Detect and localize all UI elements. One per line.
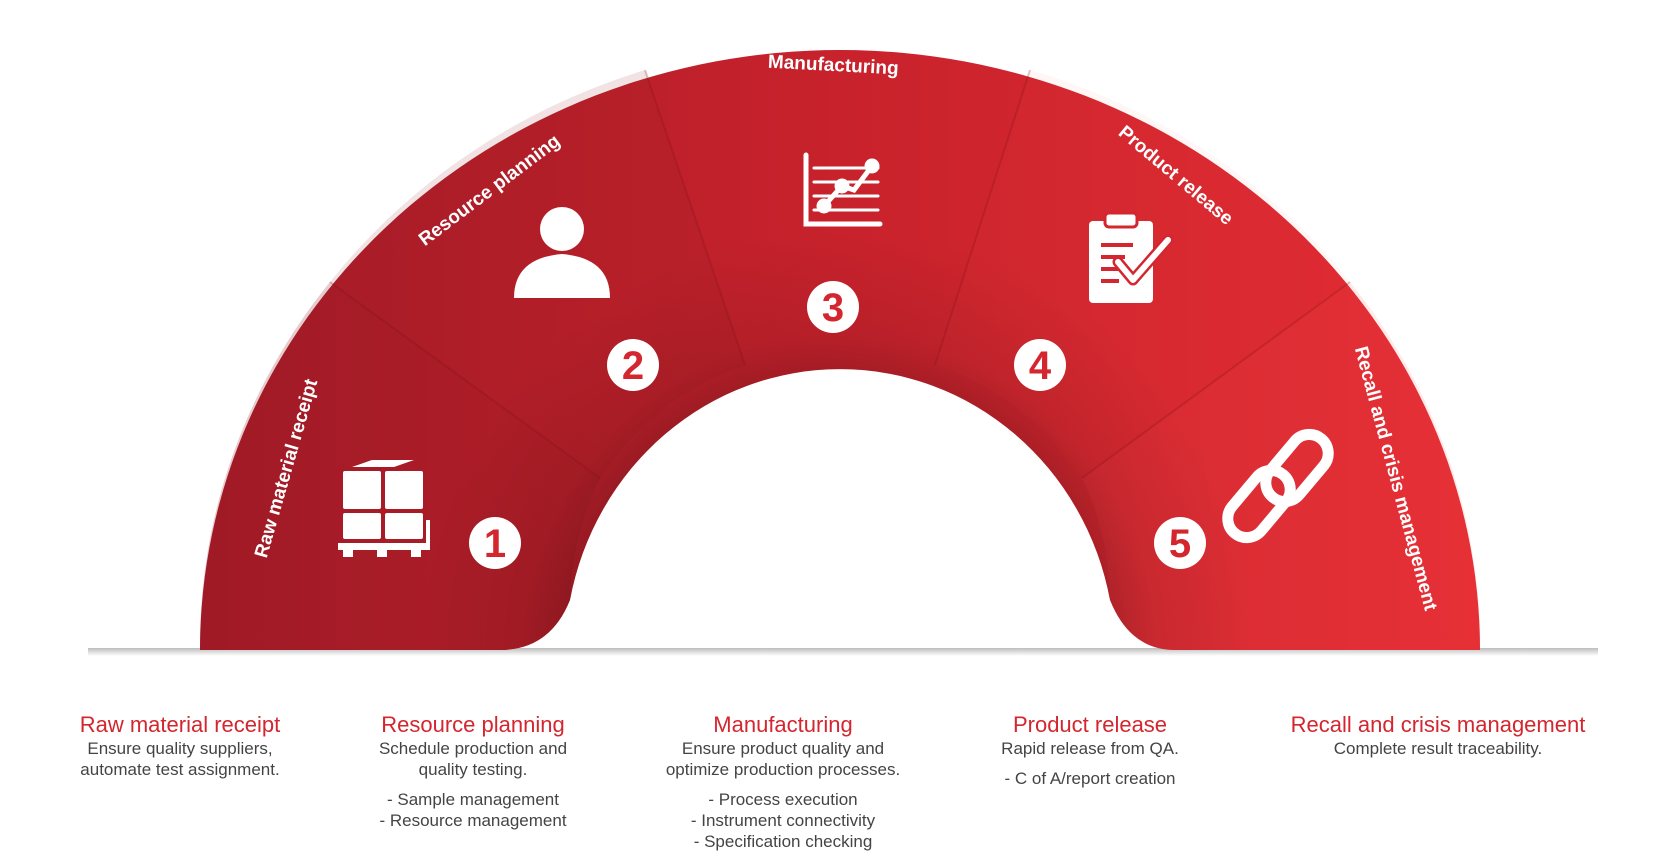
- step-number-5: 5: [1169, 522, 1191, 566]
- pallet-boxes-icon: [338, 460, 430, 557]
- stage-desc-line: Ensure quality suppliers,: [87, 739, 273, 758]
- stage-desc-line: optimize production processes.: [665, 760, 901, 779]
- stage-desc-line: Rapid release from QA.: [1001, 739, 1179, 758]
- stage-title-2: Resource planning: [381, 712, 565, 737]
- stage-bullet: - Sample management: [387, 790, 559, 809]
- step-number-4: 4: [1029, 344, 1052, 388]
- divider-1: [329, 281, 601, 479]
- stage-description-2: Resource planning Schedule production an…: [343, 712, 603, 831]
- stage-description-3: Manufacturing Ensure product quality and…: [638, 712, 928, 852]
- stage-bullet: - Process execution: [708, 790, 858, 809]
- stage-bullet: - Instrument connectivity: [690, 811, 876, 830]
- divider-2: [644, 69, 746, 366]
- step-badge-1: 1: [469, 517, 521, 569]
- stage-desc-line: Schedule production and: [378, 739, 568, 758]
- clipboard-check-icon: [1089, 211, 1174, 303]
- stage-desc-line: quality testing.: [418, 760, 528, 779]
- step-badge-3: 3: [807, 281, 859, 333]
- step-number-3: 3: [822, 286, 844, 330]
- floor-shadow: [88, 648, 1598, 656]
- line-chart-icon: [803, 152, 883, 227]
- stage-title-3: Manufacturing: [713, 712, 853, 737]
- stage-title-4: Product release: [1012, 712, 1168, 737]
- stage-desc-line: Ensure product quality and: [681, 739, 885, 758]
- segment-dividers: [329, 69, 1351, 479]
- divider-4: [1081, 281, 1351, 479]
- step-badge-2: 2: [607, 339, 659, 391]
- stage-bullet: - Resource management: [379, 811, 567, 830]
- stage-title-5: Recall and crisis management: [1290, 712, 1586, 737]
- step-number-1: 1: [484, 522, 506, 566]
- step-badge-4: 4: [1014, 339, 1066, 391]
- inner-shading: [200, 50, 1480, 650]
- stage-description-1: Raw material receipt Ensure quality supp…: [40, 712, 320, 780]
- stage-bullet: - C of A/report creation: [1004, 769, 1176, 788]
- stage-bullet: - Specification checking: [693, 832, 873, 851]
- stage-title-1: Raw material receipt: [79, 712, 281, 737]
- step-badge-5: 5: [1154, 517, 1206, 569]
- divider-3: [934, 69, 1031, 366]
- person-icon: [514, 207, 610, 298]
- stage-description-4: Product release Rapid release from QA. -…: [965, 712, 1215, 789]
- stage-desc-line: Complete result traceability.: [1333, 739, 1543, 758]
- stage-desc-line: automate test assignment.: [80, 760, 280, 779]
- chain-link-icon: [1222, 428, 1334, 544]
- stage-description-5: Recall and crisis management Complete re…: [1243, 712, 1633, 759]
- step-number-2: 2: [622, 344, 644, 388]
